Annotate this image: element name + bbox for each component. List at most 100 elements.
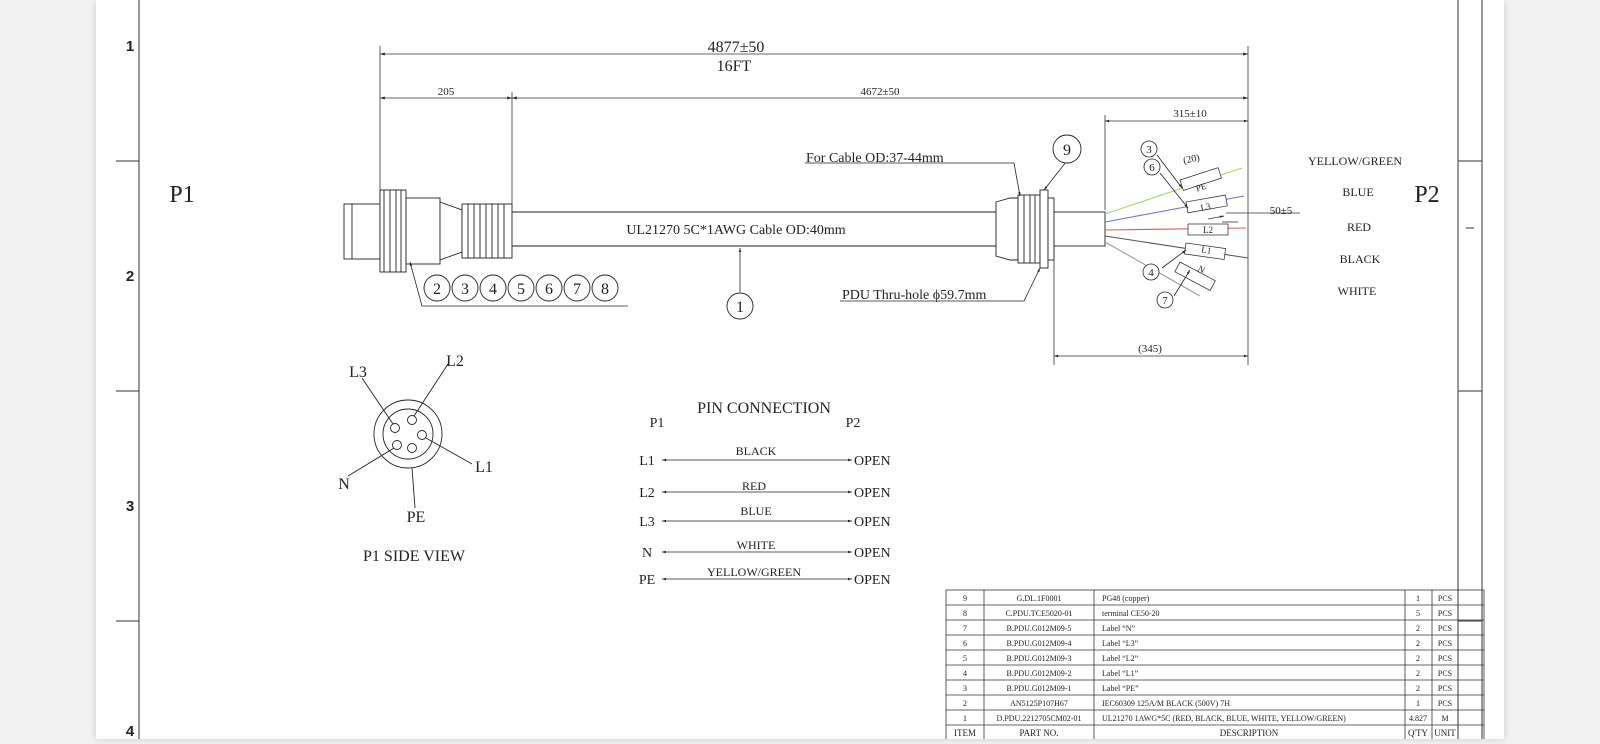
bom-r2-unit: PCS	[1438, 609, 1452, 618]
balloon-6: 6	[535, 274, 563, 302]
balloon-3-label: 3	[461, 281, 469, 298]
cable-body	[512, 211, 996, 247]
dim-label-position: (20)	[1182, 152, 1201, 166]
leader-lines	[409, 154, 1191, 307]
hole-note: PDU Thru-hole ϕ59.7mm	[842, 288, 986, 303]
bom-r2-desc: terminal CE50-20	[1102, 609, 1160, 618]
balloon-wire-6: 6	[1143, 158, 1161, 176]
bom-r3-part: B.PDU.G012M09-5	[1007, 624, 1072, 633]
bom-r5-unit: PCS	[1438, 654, 1452, 663]
wire-color-blue: BLUE	[1342, 185, 1373, 199]
dim-offset: 50±5	[1270, 205, 1293, 217]
pin-row-3-to: OPEN	[854, 515, 891, 530]
bom-r4-item: 6	[963, 639, 967, 648]
side-view-pin-l1: L1	[475, 459, 493, 476]
drawing-frame	[116, 0, 1483, 739]
bom-r5-desc: Label “L2”	[1102, 654, 1139, 663]
bom-r2-qty: 5	[1416, 609, 1420, 618]
end-label-p1: P1	[169, 182, 194, 208]
bom-header-unit: UNIT	[1434, 728, 1456, 738]
bom-r6-unit: PCS	[1438, 669, 1452, 678]
balloon-wire-3-label: 3	[1146, 144, 1152, 156]
bom-r5-qty: 2	[1416, 654, 1420, 663]
pin-connection-title: PIN CONNECTION	[697, 400, 831, 417]
bom-r7-qty: 2	[1416, 684, 1420, 693]
bom-header-part-no: PART NO.	[1020, 728, 1059, 738]
bom-r8-part: AN5125P107H67	[1010, 699, 1068, 708]
bom-r1-qty: 1	[1416, 594, 1420, 603]
bom-r5-item: 5	[963, 654, 967, 663]
balloon-1: 1	[726, 292, 754, 320]
bom-header-description: DESCRIPTION	[1220, 728, 1279, 738]
balloon-2-label: 2	[433, 281, 441, 298]
zone-label-1: 1	[126, 38, 134, 55]
bom-r6-desc: Label “L1”	[1102, 669, 1139, 678]
balloon-9-label: 9	[1063, 142, 1071, 159]
pin-connection-table: PIN CONNECTION P1 P2 L1 BLACK OPEN L2 RE…	[639, 400, 891, 588]
balloon-9: 9	[1052, 134, 1082, 164]
bom-table: 9 G.DL.1F0001 PG48 (copper) 1 PCS 8 C.PD…	[945, 589, 1485, 742]
pin-connection-left-header: P1	[650, 416, 665, 431]
end-label-p2: P2	[1414, 182, 1439, 208]
bom-r8-item: 2	[963, 699, 967, 708]
bom-r1-item: 9	[963, 594, 967, 603]
bom-r6-qty: 2	[1416, 669, 1420, 678]
pin-row-4-color: WHITE	[737, 538, 776, 552]
bom-header-item: ITEM	[954, 728, 976, 738]
bom-r3-qty: 2	[1416, 624, 1420, 633]
balloon-wire-6-label: 6	[1149, 162, 1155, 174]
pin-row-2-to: OPEN	[854, 486, 891, 501]
bom-r9-item: 1	[963, 714, 967, 723]
dim-cable-length: 4672±50	[860, 86, 900, 98]
bom-r7-part: B.PDU.G012M09-1	[1007, 684, 1072, 693]
pin-connection-right-header: P2	[846, 416, 861, 431]
bom-r8-unit: PCS	[1438, 699, 1452, 708]
balloon-wire-7: 7	[1156, 291, 1174, 309]
technical-drawing: 1 2 3 4 P1 P2 4877±50 16FT 205 4672±50 3…	[116, 0, 1485, 742]
p1-side-view	[347, 363, 473, 509]
pin-row-3-color: BLUE	[740, 504, 771, 518]
balloon-5-label: 5	[517, 281, 525, 298]
wire-color-yellow-green: YELLOW/GREEN	[1308, 154, 1402, 168]
bom-r3-desc: Label “N”	[1102, 624, 1136, 633]
balloon-7-label: 7	[573, 281, 581, 298]
balloon-4-label: 4	[489, 281, 497, 298]
pin-row-2-color: RED	[742, 479, 766, 493]
wire-tags	[1174, 167, 1229, 291]
wire-tag-l2: L2	[1203, 225, 1213, 235]
wire-tag-l1: L1	[1201, 244, 1212, 255]
p1-plug-connector	[343, 189, 513, 273]
wire-color-red: RED	[1347, 220, 1371, 234]
zone-label-4: 4	[126, 723, 135, 739]
side-view-pin-l3: L3	[349, 364, 367, 381]
pin-row-3-pin: L3	[639, 515, 655, 530]
dim-overall: 4877±50	[708, 39, 765, 56]
bom-r7-desc: Label “PE”	[1102, 684, 1139, 693]
bom-r1-unit: PCS	[1438, 594, 1452, 603]
bom-r9-part: D.PDU.2212705CM02-01	[997, 714, 1082, 723]
balloon-5: 5	[507, 274, 535, 302]
pin-row-1-color: BLACK	[736, 444, 777, 458]
balloon-1-label: 1	[736, 299, 744, 316]
wire-color-white: WHITE	[1338, 284, 1377, 298]
gland-note: For Cable OD:37-44mm	[806, 151, 944, 166]
pin-row-4-pin: N	[642, 546, 652, 561]
pin-row-5-pin: PE	[639, 573, 655, 588]
pin-row-2-pin: L2	[639, 486, 655, 501]
dim-tail: (345)	[1138, 343, 1162, 355]
balloon-3: 3	[451, 274, 479, 302]
balloon-8-label: 8	[601, 281, 609, 298]
bom-r5-part: B.PDU.G012M09-3	[1007, 654, 1072, 663]
bom-r9-desc: UL21270 1AWG*5C (RED, BLACK, BLUE, WHITE…	[1102, 714, 1346, 723]
balloon-wire-7-label: 7	[1162, 295, 1168, 307]
wire-tag-l3: L3	[1200, 201, 1212, 213]
pin-row-1-pin: L1	[639, 454, 655, 469]
pin-row-5-to: OPEN	[854, 573, 891, 588]
bom-r9-unit: M	[1441, 714, 1448, 723]
balloon-wire-3: 3	[1140, 140, 1158, 158]
bom-r1-part: G.DL.1F0001	[1017, 594, 1062, 603]
cable-gland	[995, 189, 1106, 269]
bom-r4-desc: Label “L3”	[1102, 639, 1139, 648]
bom-r3-item: 7	[963, 624, 967, 633]
